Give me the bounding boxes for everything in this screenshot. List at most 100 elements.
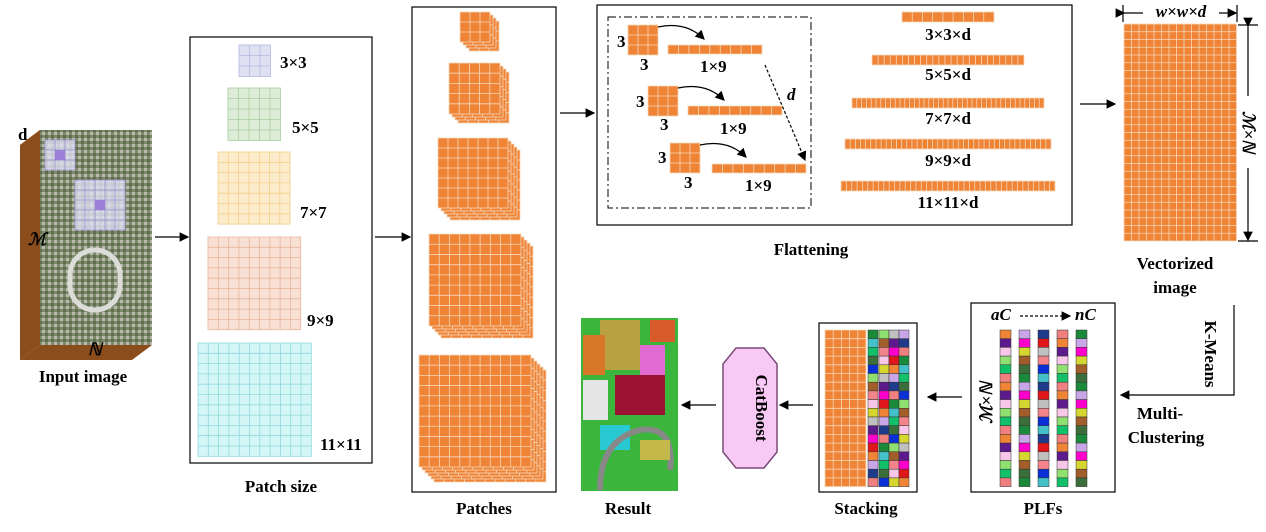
plf-cell xyxy=(1037,381,1050,392)
plf-cell xyxy=(1018,390,1031,400)
flat-side-label-2: 3 xyxy=(636,92,645,111)
flat-depth-arrow xyxy=(764,64,807,162)
stacking-cell xyxy=(867,347,879,357)
flat-example-row-3-fill xyxy=(711,163,807,174)
patch-grid-3-fill xyxy=(238,44,271,77)
stacking-cell xyxy=(888,442,900,453)
stacking-cell xyxy=(878,468,890,479)
cube-side-face xyxy=(20,130,40,360)
flat-vector-label-7: 7×7×d xyxy=(925,109,971,128)
plfs-caption: PLFs xyxy=(1024,499,1063,518)
stacking-cell xyxy=(898,355,910,366)
stacking-cell xyxy=(888,347,900,357)
stacking-cluster-column-3 xyxy=(888,329,900,487)
plf-cell xyxy=(1075,434,1088,444)
patch-stack-11 xyxy=(418,354,547,483)
plf-cell xyxy=(1037,425,1050,435)
plf-cell xyxy=(999,399,1012,409)
patch-size-grids xyxy=(197,44,312,457)
patch-size-label-3: 3×3 xyxy=(280,53,307,72)
plf-cell xyxy=(1075,364,1088,374)
plf-cell xyxy=(999,390,1012,400)
plf-cell xyxy=(1018,329,1031,339)
flat-example-row-3 xyxy=(711,163,807,174)
patch-layer-fill xyxy=(418,354,532,468)
plf-cell xyxy=(999,408,1012,418)
stacking-cell xyxy=(867,338,879,348)
stacking-cluster-column-2 xyxy=(878,329,890,487)
input-image-roads xyxy=(67,247,123,313)
plf-cell xyxy=(999,347,1012,357)
patch-size-label-9: 9×9 xyxy=(307,311,334,330)
patch-size-label-5: 5×5 xyxy=(292,118,319,137)
stacking-cell xyxy=(878,355,890,366)
stacking-cell xyxy=(878,460,890,470)
plf-cell xyxy=(1075,425,1088,435)
plf-cell xyxy=(1037,399,1050,409)
stacking-cell xyxy=(867,373,879,383)
plf-cell xyxy=(1018,355,1031,366)
plf-cell xyxy=(1056,329,1069,339)
result-map-region-8 xyxy=(650,320,675,342)
plf-cell xyxy=(1075,416,1088,426)
stacking-cell xyxy=(898,425,910,435)
patch-layer xyxy=(459,11,491,43)
patch-grid-9-fill xyxy=(207,236,302,331)
stacking-cell xyxy=(888,329,900,339)
plf-cell xyxy=(999,364,1012,374)
patch-grid-3 xyxy=(238,44,271,77)
stacking-cell xyxy=(867,329,879,339)
plf-cell xyxy=(1037,434,1050,444)
plf-cell xyxy=(1018,347,1031,357)
plf-column-3 xyxy=(1037,329,1050,487)
plf-cell xyxy=(1056,434,1069,444)
plf-cell xyxy=(1037,355,1050,366)
stacking-cell xyxy=(867,442,879,453)
stacking-cell xyxy=(867,381,879,392)
flat-example-grid-3-fill xyxy=(669,142,701,174)
stacking-cell xyxy=(888,338,900,348)
plf-cell xyxy=(1037,408,1050,418)
stacking-cell xyxy=(898,451,910,461)
input-patch-overlay-small xyxy=(44,139,76,171)
vectorized-height-label-bg xyxy=(1240,96,1258,168)
flat-vector-label-5: 5×5×d xyxy=(925,65,971,84)
kmeans-label: K-Means xyxy=(1201,320,1220,387)
axis-depth-label: d xyxy=(18,125,28,144)
stacking-cell xyxy=(878,381,890,392)
plf-cell xyxy=(1075,347,1088,357)
plf-cell xyxy=(1075,381,1088,392)
plf-cell xyxy=(999,338,1012,348)
plf-cell xyxy=(1018,381,1031,392)
flattened-vectors xyxy=(840,11,1056,192)
overlay-center-small xyxy=(55,150,65,160)
result-map-region-2 xyxy=(640,345,665,375)
patch-grid-7-fill xyxy=(217,151,291,225)
stacking-cell xyxy=(898,329,910,339)
stacking-cell xyxy=(878,347,890,357)
stacking-orange-grid xyxy=(824,329,867,488)
plf-cell xyxy=(1056,460,1069,470)
plf-cell xyxy=(1075,408,1088,418)
plf-cell xyxy=(999,355,1012,366)
plf-cell xyxy=(999,477,1012,487)
plf-cell xyxy=(1075,373,1088,383)
arrow-vectorized-to-plfs xyxy=(1119,305,1235,400)
flat-example-row-1-fill xyxy=(667,44,763,55)
flat-vector-1 xyxy=(871,54,1025,66)
stacking-cell xyxy=(888,390,900,400)
stacking-cell xyxy=(898,477,910,487)
patch-grid-5 xyxy=(227,87,281,141)
plf-columns xyxy=(999,329,1088,487)
result-caption: Result xyxy=(605,499,652,518)
flat-example-grid-2 xyxy=(647,85,679,117)
plf-cell xyxy=(1075,390,1088,400)
stacking-cell xyxy=(867,364,879,374)
stacking-cell xyxy=(878,329,890,339)
plf-cell xyxy=(1037,451,1050,461)
plf-cell xyxy=(999,460,1012,470)
flat-example-grid-1 xyxy=(627,24,659,56)
plf-cell xyxy=(1056,451,1069,461)
flat-bottom-label-3: 3 xyxy=(684,173,693,192)
stacking-cell xyxy=(898,364,910,374)
